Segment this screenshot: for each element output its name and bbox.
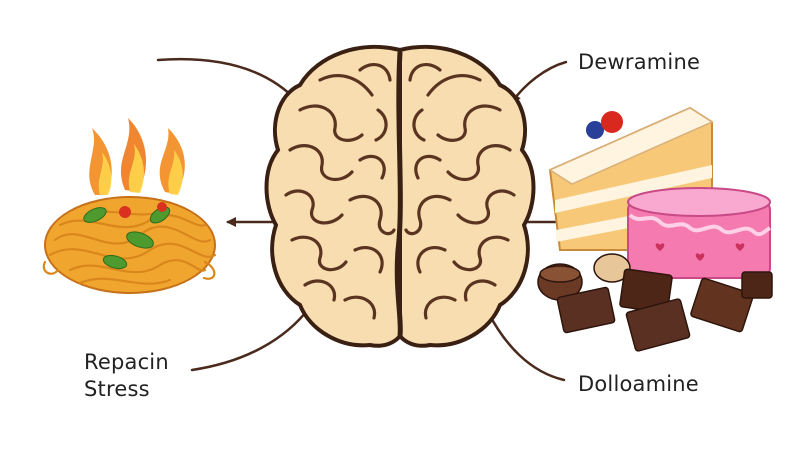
raspberry-icon: [601, 111, 623, 133]
label-bottom-left-line1: Repacin: [84, 349, 169, 375]
label-bottom-right: Dolloamine: [578, 371, 699, 397]
pasta-icon: [44, 118, 215, 293]
pink-cake-icon: [628, 188, 770, 278]
arrow-bottom-right: [488, 312, 564, 380]
brain-icon: [267, 47, 534, 346]
arrow-bottom-left: [192, 307, 310, 370]
label-top-right: Dewramine: [578, 49, 700, 75]
arrow-top-right: [512, 62, 566, 102]
arrow-top-left: [158, 59, 298, 102]
label-bottom-left-line2: Stress: [84, 376, 150, 402]
